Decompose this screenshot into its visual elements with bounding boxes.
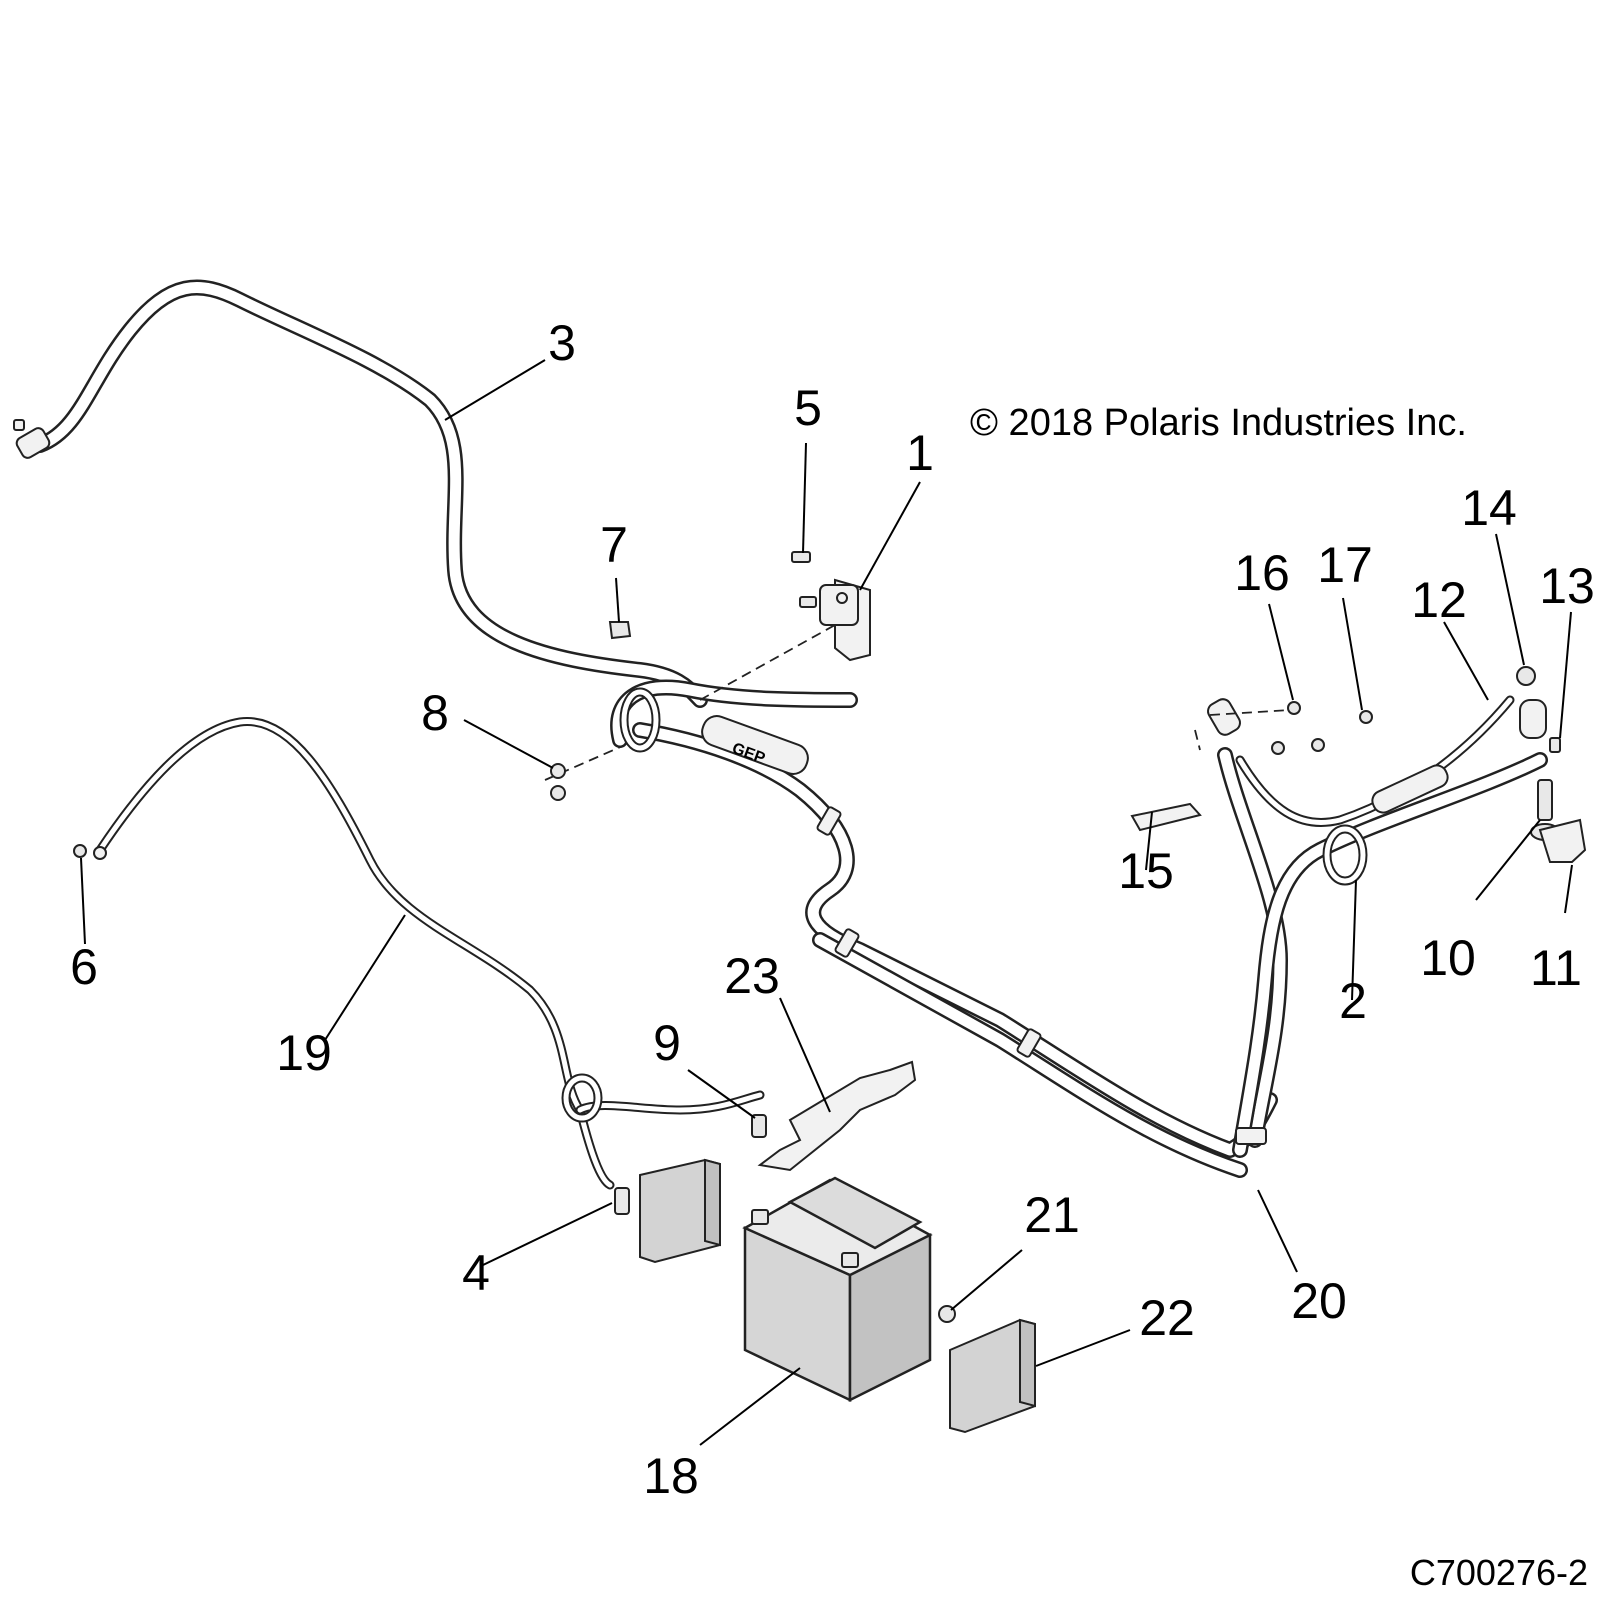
- callout-18: 18: [643, 1448, 699, 1504]
- callout-17: 17: [1317, 537, 1373, 593]
- callout-5: 5: [794, 380, 822, 436]
- callout-20: 20: [1291, 1273, 1347, 1329]
- hardware-6-nut: [73, 844, 87, 858]
- callout-1: 1: [906, 425, 934, 481]
- pad-left: [639, 1158, 721, 1264]
- cable-harness-center: GEP: [610, 679, 1278, 1178]
- battery-18: [742, 1176, 933, 1403]
- bracket-23: [757, 1060, 917, 1172]
- cable-3: [13, 279, 708, 708]
- terminal-15: [1130, 802, 1202, 832]
- relay-1: [819, 578, 871, 662]
- hardware-8-nut: [550, 763, 566, 801]
- callout-14: 14: [1461, 480, 1517, 536]
- bracket-11: [1538, 818, 1587, 863]
- callout-9: 9: [653, 1015, 681, 1071]
- callout-4: 4: [462, 1245, 490, 1301]
- callout-7: 7: [600, 517, 628, 573]
- hardware-17-nut: [1271, 710, 1373, 755]
- callout-16: 16: [1234, 545, 1290, 601]
- callouts: 1 2 3 4 5 6 7 8 9 10 11 12 13 14 15 16 1…: [70, 315, 1595, 1504]
- hardware-7-nut: [608, 621, 632, 640]
- hardware-13-screw: [1549, 737, 1561, 753]
- cable-20: [1207, 698, 1548, 1158]
- callout-21: 21: [1024, 1187, 1080, 1243]
- cable-12: [1235, 695, 1547, 827]
- pad-22: [949, 1318, 1036, 1434]
- callout-3: 3: [548, 315, 576, 371]
- callout-10: 10: [1420, 930, 1476, 986]
- callout-13: 13: [1539, 558, 1595, 614]
- callout-19: 19: [276, 1025, 332, 1081]
- cable-19: [93, 717, 765, 1190]
- callout-12: 12: [1411, 572, 1467, 628]
- leader-lines: [80, 359, 1573, 1446]
- callout-11: 11: [1530, 940, 1582, 996]
- callout-23: 23: [724, 948, 780, 1004]
- callout-15: 15: [1118, 843, 1174, 899]
- callout-6: 6: [70, 939, 98, 995]
- figure-id: C700276-2: [1410, 1552, 1588, 1593]
- callout-8: 8: [421, 685, 449, 741]
- hardware-4-bolt: [614, 1187, 630, 1215]
- hardware-16-nut: [1287, 701, 1301, 715]
- hardware-5-screw: [791, 551, 817, 608]
- hardware-9-bolt: [751, 1114, 767, 1138]
- callout-2: 2: [1339, 973, 1367, 1029]
- hardware-14-nut: [1516, 666, 1536, 686]
- copyright-text: © 2018 Polaris Industries Inc.: [970, 402, 1467, 444]
- callout-22: 22: [1139, 1290, 1195, 1346]
